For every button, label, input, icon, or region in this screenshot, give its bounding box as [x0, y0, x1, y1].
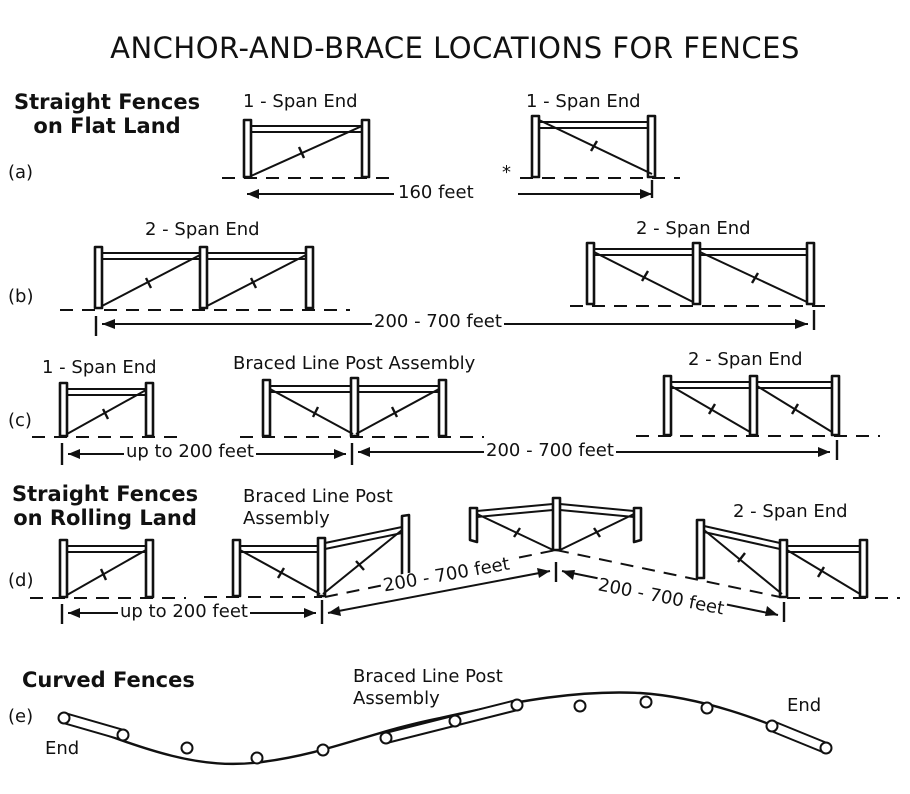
- label-two-span-end: 2 - Span End: [145, 219, 260, 240]
- post: [379, 731, 393, 745]
- diagram-title: ANCHOR-AND-BRACE LOCATIONS FOR FENCES: [110, 31, 800, 65]
- row-label-a: (a): [8, 162, 34, 183]
- dimension-up-to-200-feet: up to 200 feet: [124, 441, 256, 462]
- dimension-200-700-feet: 200 - 700 feet: [372, 311, 504, 332]
- label-end: End: [787, 695, 822, 716]
- row-c-one-span-end: [32, 381, 186, 438]
- post: [639, 695, 653, 709]
- label-braced-line-post-assembly: Braced Line Post Assembly: [353, 666, 503, 709]
- label-end: End: [45, 738, 80, 759]
- end-rail-right: [766, 720, 832, 754]
- dimension-160-feet: 160 feet: [396, 182, 476, 203]
- end-rail-left: [58, 712, 129, 741]
- label-two-span-end: 2 - Span End: [636, 218, 751, 239]
- label-braced-line-post-assembly: Braced Line Post Assembly: [243, 486, 393, 529]
- post: [819, 741, 833, 755]
- section-straight-flat: Straight Fences on Flat Land: [14, 90, 201, 138]
- label-one-span-end: 1 - Span End: [526, 91, 641, 112]
- post: [573, 699, 587, 713]
- label-one-span-end: 1 - Span End: [243, 91, 358, 112]
- label-braced-line-post-assembly: Braced Line Post Assembly: [233, 353, 476, 374]
- post: [700, 701, 714, 715]
- label-one-span-end: 1 - Span End: [42, 357, 157, 378]
- label-two-span-end: 2 - Span End: [733, 501, 848, 522]
- row-d-one-span-end: [30, 538, 186, 599]
- row-c-braced-line-post-assembly: [240, 376, 484, 438]
- row-label-c: (c): [8, 410, 32, 431]
- post: [57, 711, 71, 725]
- dimension-200-700-feet: 200 - 700 feet: [484, 440, 616, 461]
- row-b-left-two-span-end: [60, 245, 350, 311]
- post: [180, 741, 194, 755]
- row-label-d: (d): [8, 570, 34, 591]
- row-b-right-two-span-end: [570, 241, 828, 307]
- row-a-right-one-span-end: [520, 114, 680, 179]
- post: [765, 719, 779, 733]
- row-d-two-span-end: [695, 518, 869, 599]
- row-d-braced-line-post-assembly: [204, 513, 411, 598]
- row-label-e: (e): [8, 706, 34, 727]
- asterisk-marker: *: [502, 162, 511, 183]
- row-label-b: (b): [8, 286, 34, 307]
- post: [510, 698, 524, 712]
- label-two-span-end: 2 - Span End: [688, 349, 803, 370]
- post: [116, 728, 130, 742]
- post: [316, 743, 330, 757]
- section-straight-rolling: Straight Fences on Rolling Land: [12, 482, 199, 530]
- row-d-crest-assembly: [468, 496, 643, 552]
- section-curved: Curved Fences: [22, 668, 195, 692]
- row-c-two-span-end: [636, 374, 880, 437]
- row-a-dimension: [247, 180, 654, 199]
- post: [448, 714, 462, 728]
- post: [250, 751, 264, 765]
- row-a-left-one-span-end: [222, 118, 398, 179]
- row-e-curved-fence: [57, 691, 833, 766]
- dimension-up-to-200-feet: up to 200 feet: [118, 601, 250, 622]
